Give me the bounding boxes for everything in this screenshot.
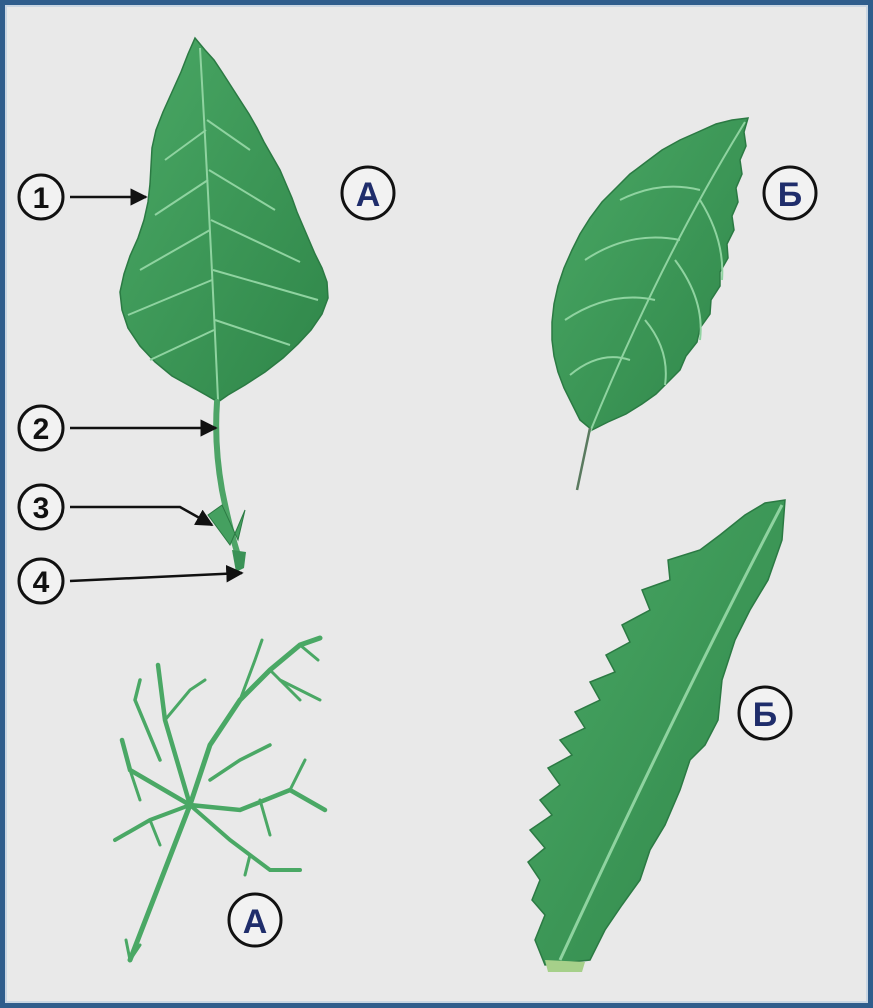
leaf-b-lobed — [528, 500, 785, 972]
leaf-b-petiole — [577, 428, 590, 490]
svg-text:Б: Б — [778, 176, 802, 214]
svg-text:3: 3 — [33, 492, 50, 525]
letter-a-top: А — [342, 167, 394, 219]
leaf-a-compound — [115, 638, 325, 960]
part-number-2: 2 — [19, 406, 63, 450]
lobed-leaf-base — [545, 960, 585, 972]
svg-text:1: 1 — [33, 182, 50, 215]
part-number-3: 3 — [19, 485, 63, 529]
letter-b-top: Б — [764, 167, 816, 219]
svg-text:2: 2 — [33, 413, 50, 446]
leaf-a-base — [232, 550, 246, 572]
svg-text:А: А — [356, 176, 381, 214]
part-number-1: 1 — [19, 175, 63, 219]
svg-text:А: А — [243, 903, 268, 941]
part-number-4: 4 — [19, 559, 63, 603]
svg-text:4: 4 — [33, 566, 50, 599]
letter-a-bottom: А — [229, 894, 281, 946]
leaf-a-blade — [120, 38, 328, 402]
leaf-b-serrate — [552, 118, 748, 490]
svg-text:Б: Б — [753, 696, 777, 734]
letter-b-bottom: Б — [739, 687, 791, 739]
leaf-a-simple — [120, 38, 328, 572]
